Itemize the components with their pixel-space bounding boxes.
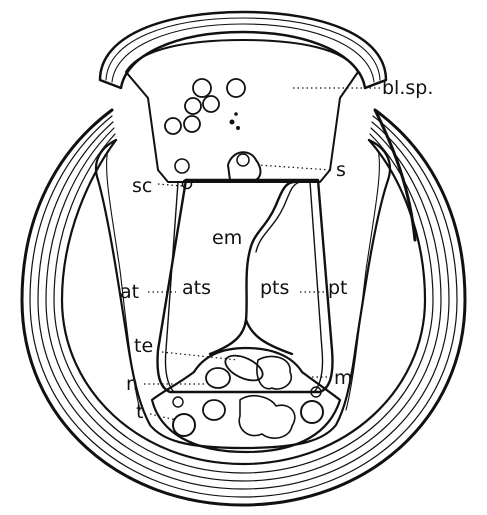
label-te: te: [134, 335, 153, 357]
label-t: t: [136, 401, 143, 423]
lower-cavity: [152, 348, 340, 452]
label-s: s: [336, 159, 346, 181]
label-at: at: [120, 281, 139, 303]
label-ats: ats: [182, 277, 211, 299]
septum-structure: [228, 152, 261, 180]
label-em: em: [212, 227, 242, 249]
label-pts: pts: [260, 277, 289, 299]
outer-body-wall: [22, 110, 465, 505]
label-n: n: [126, 373, 138, 395]
labels: bl.sp. s sc em at ats pts pt te n m t: [120, 77, 433, 423]
label-pt: pt: [328, 277, 348, 299]
label-bl-sp: bl.sp.: [382, 77, 433, 99]
label-m: m: [334, 367, 353, 389]
label-sc: sc: [132, 175, 152, 197]
